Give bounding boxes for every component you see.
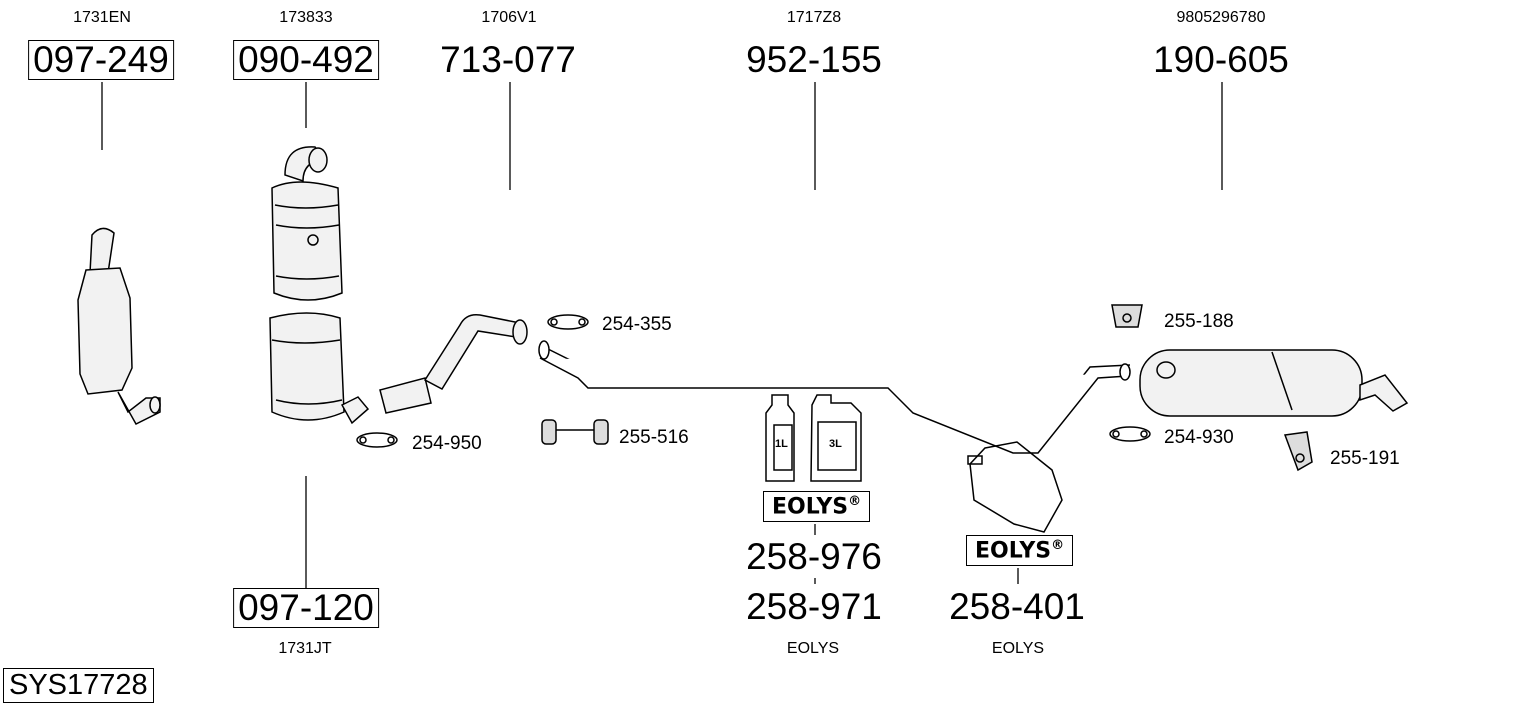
bottle-3l-label: 3L <box>829 438 842 450</box>
fitting-254-355[interactable]: 254-355 <box>602 314 672 335</box>
fitting-255-191[interactable]: 255-191 <box>1330 448 1400 469</box>
system-id-label: SYS17728 <box>3 668 154 703</box>
fitting-254-950[interactable]: 254-950 <box>412 433 482 454</box>
fitting-255-516[interactable]: 255-516 <box>619 427 689 448</box>
middle-pipe-952-155-drawing <box>538 340 1131 454</box>
part-reference-173833: 173833 <box>279 9 333 26</box>
clamp-254-930-drawing <box>1109 426 1151 442</box>
bottle-1l-label: 1L <box>775 438 788 450</box>
dpf-090-492-drawing <box>269 146 370 425</box>
part-reference-eolys-tank: EOLYS <box>991 640 1045 657</box>
fitting-254-930[interactable]: 254-930 <box>1164 427 1234 448</box>
eolys-logo-box: EOLYS® <box>763 491 871 523</box>
part-reference-1717Z8: 1717Z8 <box>786 9 842 26</box>
front-pipe-713-077-drawing <box>379 313 528 414</box>
part-number-097-120[interactable]: 097-120 <box>233 588 379 628</box>
eolys-brand-tank: EOLYS <box>975 538 1052 564</box>
eolys-bottles-drawing <box>765 394 862 482</box>
hanger-255-188-drawing <box>1111 304 1143 328</box>
part-reference-1731JT: 1731JT <box>278 640 332 657</box>
fitting-255-188[interactable]: 255-188 <box>1164 311 1234 332</box>
part-number-258-976[interactable]: 258-976 <box>746 536 882 577</box>
part-number-090-492[interactable]: 090-492 <box>233 40 379 80</box>
hanger-255-191-drawing <box>1283 431 1313 472</box>
part-number-190-605[interactable]: 190-605 <box>1153 39 1289 80</box>
hanger-255-516-drawing <box>541 419 609 445</box>
eolys-tank-drawing <box>967 441 1063 533</box>
catalyst-097-249-drawing <box>77 227 161 425</box>
part-reference-eolys-fluid: EOLYS <box>786 640 840 657</box>
registered-mark-tank: ® <box>1051 538 1065 553</box>
rear-muffler-190-605-drawing <box>1139 349 1409 417</box>
leader-lines <box>101 82 1223 588</box>
registered-mark: ® <box>848 494 862 509</box>
part-reference-1706V1: 1706V1 <box>481 9 537 26</box>
part-number-952-155[interactable]: 952-155 <box>746 39 882 80</box>
part-number-713-077[interactable]: 713-077 <box>440 39 576 80</box>
part-reference-9805296780: 9805296780 <box>1176 9 1266 26</box>
clamp-254-950-drawing <box>356 432 398 448</box>
part-reference-1731EN: 1731EN <box>73 9 131 26</box>
part-number-258-971[interactable]: 258-971 <box>746 586 882 627</box>
eolys-tank-logo-box: EOLYS® <box>966 535 1074 567</box>
clamp-254-355-drawing <box>547 314 589 330</box>
eolys-brand: EOLYS <box>772 494 849 520</box>
part-number-258-401[interactable]: 258-401 <box>949 586 1085 627</box>
part-number-097-249[interactable]: 097-249 <box>28 40 174 80</box>
